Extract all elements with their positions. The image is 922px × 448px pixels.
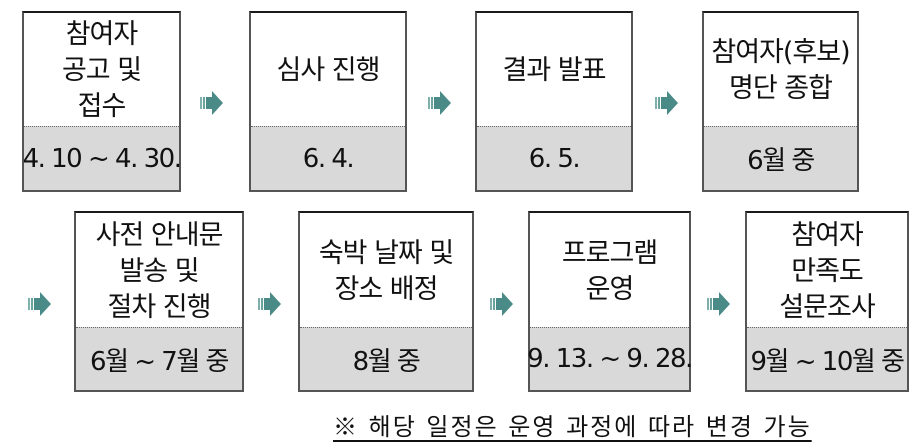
step-title: 심사 진행 [276,55,381,86]
right-arrow-icon [707,292,730,316]
step-title: 사전 안내문 발송 및 절차 진행 [95,219,224,323]
step-date: 4. 10 ~ 4. 30. [23,126,182,190]
right-arrow-icon [258,292,281,316]
step-box-4: 참여자(후보) 명단 종합 6월 중 [702,11,859,192]
right-arrow-icon [28,292,51,316]
step-title: 결과 발표 [502,55,607,86]
right-arrow-icon [428,91,451,115]
step-title: 참여자(후보) 명단 종합 [711,37,850,104]
step-date: 6월 중 [704,126,857,190]
step-date: 6. 5. [477,126,631,190]
right-arrow-icon [655,91,678,115]
step-title: 프로그램 운영 [561,237,658,305]
step-box-1: 참여자 공고 및 접수 4. 10 ~ 4. 30. [22,11,182,192]
step-box-3: 결과 발표 6. 5. [475,11,633,192]
step-box-8: 참여자 만족도 설문조사 9월 ~ 10월 중 [745,211,909,392]
step-date: 9월 ~ 10월 중 [747,327,907,390]
step-box-5: 사전 안내문 발송 및 절차 진행 6월 ~ 7월 중 [74,211,244,392]
right-arrow-icon [490,292,513,316]
step-title: 참여자 공고 및 접수 [61,19,142,122]
step-box-2: 심사 진행 6. 4. [249,11,407,192]
step-date: 6월 ~ 7월 중 [76,327,242,390]
step-box-7: 프로그램 운영 9. 13. ~ 9. 28. [527,211,693,392]
step-title: 참여자 만족도 설문조사 [779,219,875,323]
right-arrow-icon [200,91,223,115]
schedule-change-note: ※ 해당 일정은 운영 과정에 따라 변경 가능 [333,413,812,441]
step-box-6: 숙박 날짜 및 장소 배정 8월 중 [298,211,474,392]
step-date: 8월 중 [300,327,472,390]
step-title: 숙박 날짜 및 장소 배정 [318,237,454,305]
step-date: 6. 4. [251,126,405,190]
step-date: 9. 13. ~ 9. 28. [527,327,693,390]
